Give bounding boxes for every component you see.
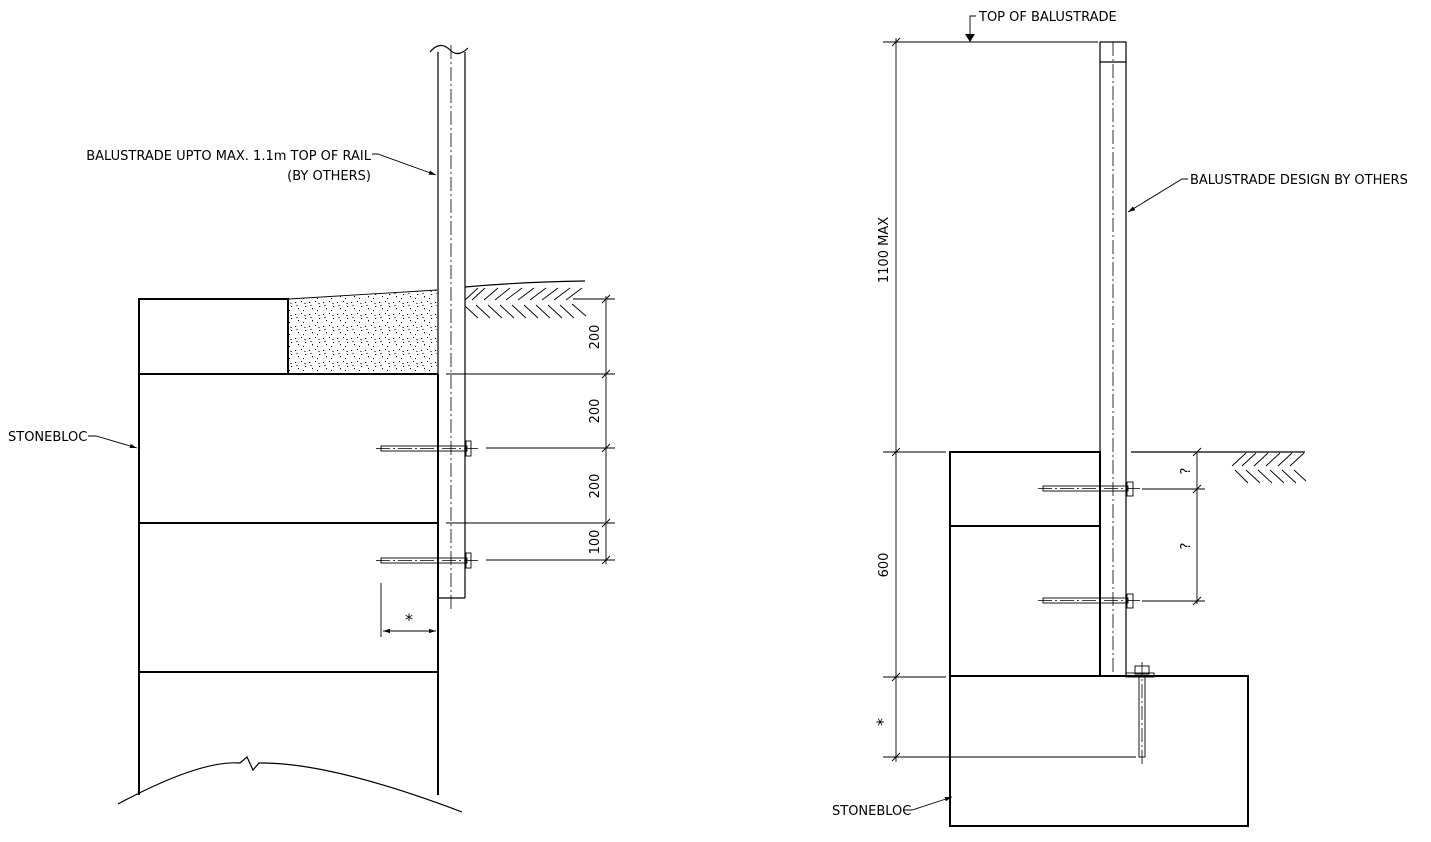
right-stonebloc-leader <box>904 796 953 811</box>
capping-block <box>138 298 289 375</box>
break-symbol-top <box>429 44 469 55</box>
right-bolt-upper <box>1038 481 1140 497</box>
left-stonebloc-leader <box>88 435 138 449</box>
right-note-leader <box>1127 178 1188 213</box>
right-height-label: 1100 MAX <box>877 217 892 283</box>
dim-left-1: 200 <box>588 325 603 350</box>
right-detail: TOP OF BALUSTRADE 1100 MAX 600 * <box>832 10 1408 827</box>
dim-left-3: 200 <box>588 474 603 499</box>
right-design-note: BALUSTRADE DESIGN BY OTHERS <box>1190 173 1408 188</box>
right-bolt-dim-2: ? <box>1179 543 1194 550</box>
right-bolt-dim-1: ? <box>1179 468 1194 475</box>
left-detail: 200 200 200 100 * BALUSTRADE UPTO MAX. 1… <box>8 44 615 813</box>
left-stonebloc-label: STONEBLOC <box>8 430 87 445</box>
base-block <box>949 675 1249 827</box>
top-of-balustrade-label: TOP OF BALUSTRADE <box>978 10 1117 25</box>
right-lower-label: 600 <box>877 553 892 578</box>
right-bolt-dimensions <box>1142 447 1205 606</box>
right-stonebloc-label: STONEBLOC <box>832 804 911 819</box>
dim-left-2: 200 <box>588 399 603 424</box>
top-marker-leader <box>969 15 976 40</box>
left-balustrade-note-2: (BY OTHERS) <box>287 169 371 184</box>
right-embed-label: * <box>873 718 892 726</box>
break-line-bottom <box>117 756 463 813</box>
left-bolt-lower <box>376 552 478 569</box>
left-edge-dim-label: * <box>405 610 413 629</box>
right-height-dimension <box>883 37 1136 762</box>
soil-hatch-right <box>1231 452 1307 484</box>
left-edge-dimension <box>380 583 436 637</box>
left-note-leader <box>372 153 437 176</box>
gravel-infill <box>289 290 437 373</box>
soil-hatch-left <box>464 287 587 319</box>
right-stonebloc-blocks <box>949 451 1249 827</box>
left-bolt-upper <box>376 440 478 457</box>
ground-surface-left <box>464 280 586 288</box>
dim-left-4: 100 <box>588 530 603 555</box>
right-balustrade-post <box>1099 41 1127 677</box>
left-stonebloc-wall <box>138 298 439 795</box>
left-balustrade-post <box>429 44 469 610</box>
left-dimension-lines <box>446 294 615 565</box>
top-marker-arrow <box>965 34 975 42</box>
gravel-surface <box>288 289 438 300</box>
right-anchor-bolt <box>1125 662 1155 765</box>
right-bolt-lower <box>1038 593 1140 609</box>
left-balustrade-note-1: BALUSTRADE UPTO MAX. 1.1m TOP OF RAIL <box>86 149 372 164</box>
